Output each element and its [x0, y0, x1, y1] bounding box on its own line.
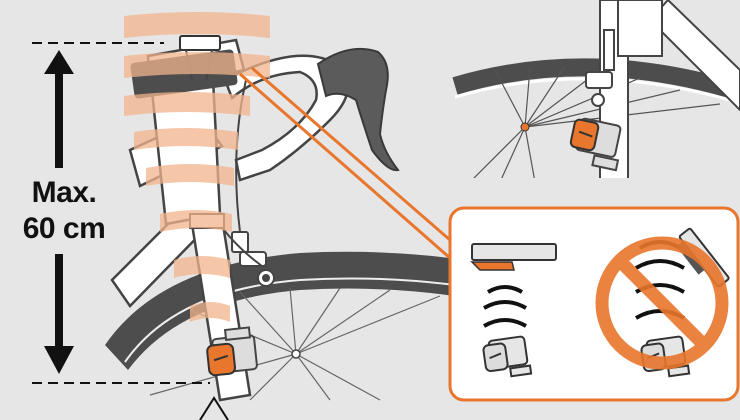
prohibited-icon	[595, 236, 729, 370]
speed-sensor-icon	[569, 117, 622, 172]
distance-dimension	[32, 42, 229, 420]
double-arrow-icon	[44, 50, 74, 374]
speed-sensor-icon	[482, 335, 533, 378]
max-distance-label: Max.	[31, 176, 97, 209]
signal-range-bands	[124, 12, 270, 322]
brake-lever	[316, 47, 400, 172]
wheel-detail-panel	[452, 0, 740, 178]
max-distance-value: 60 cm	[22, 212, 106, 245]
incorrect-alignment	[595, 227, 730, 378]
signal-waves-icon	[483, 285, 527, 328]
computer-unit-icon	[470, 243, 557, 271]
magnet-icon	[520, 122, 530, 132]
speed-sensor-icon	[206, 326, 258, 377]
tire	[452, 58, 740, 101]
front-brake-caliper	[223, 229, 275, 287]
correct-alignment	[470, 243, 557, 378]
brake-caliper	[585, 29, 615, 107]
alignment-callout	[239, 66, 740, 402]
